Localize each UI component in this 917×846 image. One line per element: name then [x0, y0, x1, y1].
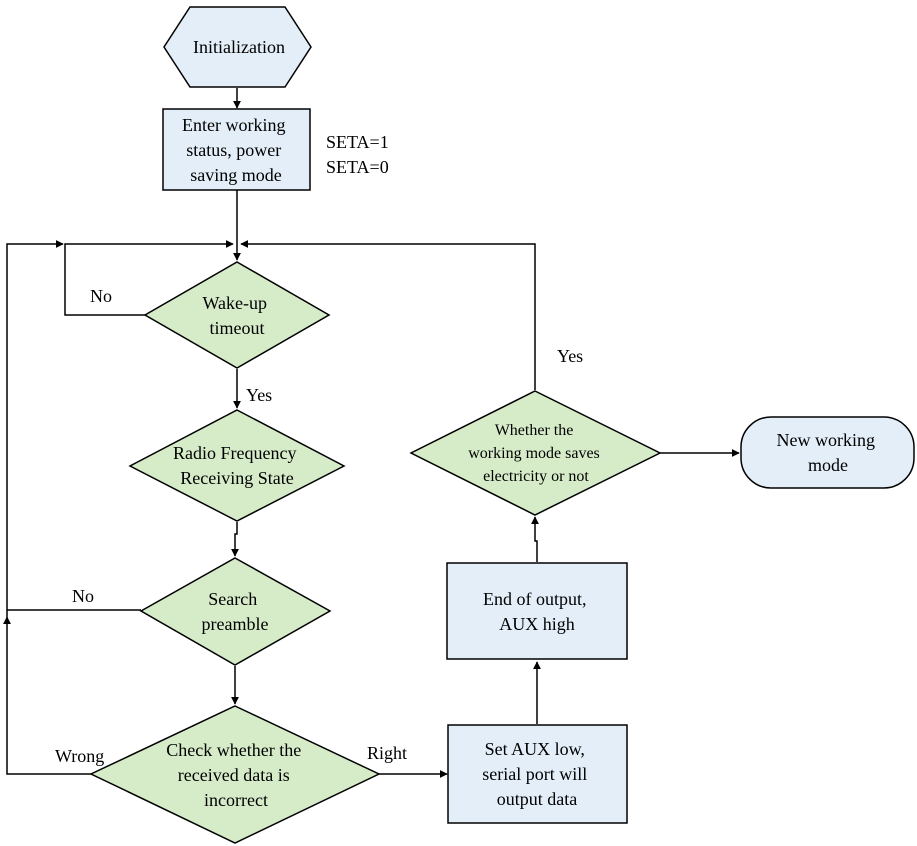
svg-text:Radio Frequency Receivin: Radio Frequency Receiving State — [173, 443, 301, 488]
edge-radio-to-search — [231, 522, 239, 557]
label-search-no: No — [72, 586, 94, 606]
label-wake-yes: Yes — [246, 385, 272, 405]
seta-note: SETA=1 SETA=0 — [326, 132, 393, 177]
svg-text:Check whether the receiv: Check whether the received data is incor… — [166, 740, 305, 810]
edge-saves-yes-loop — [240, 240, 536, 390]
svg-text:Enter working status, po: Enter working status, power saving mode — [182, 115, 290, 185]
svg-text:End of output, AUX high: End of output, AUX high — [483, 589, 591, 634]
node-enter-working-status: Enter working status, power saving mode — [162, 108, 311, 191]
svg-text:SETA=1 SETA=0: SETA=1 SETA=0 — [326, 132, 393, 177]
node-saves-electricity: Whether the working mode saves electrici… — [409, 390, 662, 516]
edge-wake-no-loop — [64, 240, 234, 316]
node-check-received-data: Check whether the received data is incor… — [89, 705, 381, 844]
connectors — [3, 88, 740, 778]
edge-left-bus-up — [6, 240, 64, 617]
node-end-of-output: End of output, AUX high — [446, 562, 628, 660]
svg-text:Set AUX low, serial port: Set AUX low, serial port will output dat… — [482, 739, 591, 809]
edge-check-wrong-loop — [3, 616, 91, 775]
edge-end-to-decision — [531, 516, 539, 562]
node-set-aux-low: Set AUX low, serial port will output dat… — [447, 724, 628, 824]
svg-text:Search preamble: Search preamble — [202, 589, 269, 634]
svg-text:Initialization: Initialization — [193, 37, 285, 57]
svg-text:Wake-up timeout: Wake-up timeout — [202, 293, 271, 338]
svg-text:Whether the working mode: Whether the working mode saves electrici… — [468, 422, 604, 485]
label-check-wrong: Wrong — [55, 746, 104, 766]
label-wake-no: No — [90, 286, 112, 306]
node-initialization: Initialization — [163, 6, 312, 88]
label-saves-yes: Yes — [557, 346, 583, 366]
label-check-right: Right — [367, 743, 407, 763]
svg-text:New working mode: New working mode — [777, 430, 880, 475]
node-new-working-mode: New working mode — [740, 416, 915, 489]
edge-labels: No Yes No Wrong Right Yes — [55, 286, 583, 766]
node-wake-up-timeout: Wake-up timeout — [143, 261, 331, 369]
node-radio-frequency: Radio Frequency Receiving State — [128, 409, 346, 522]
node-search-preamble: Search preamble — [139, 557, 332, 666]
